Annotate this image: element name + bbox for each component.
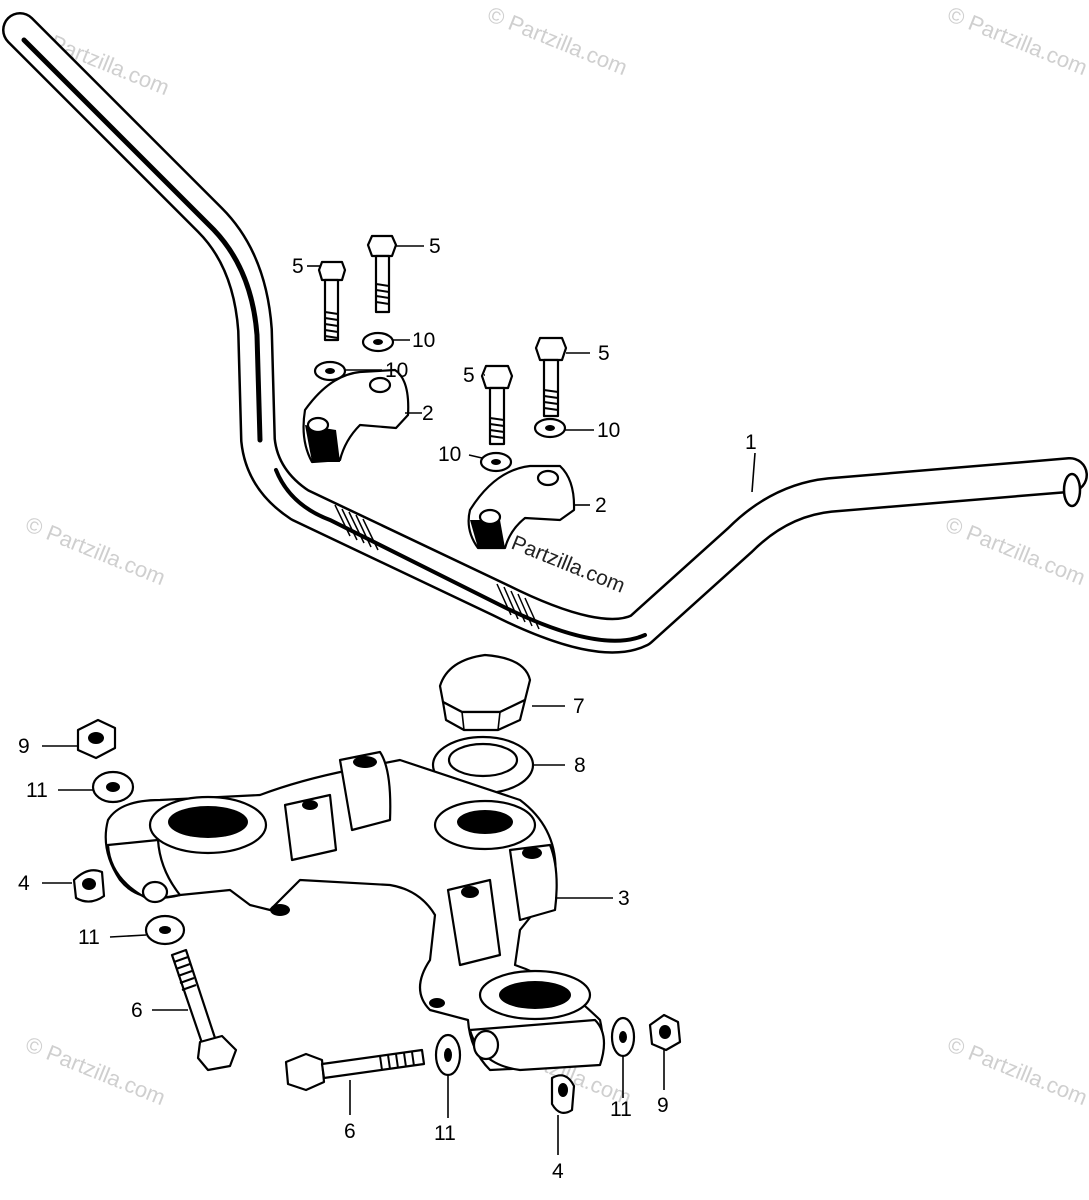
callout-labels: 1 2 2 3 4 4 5 5 5 5 6 6 7 8 9 9 10 10 10… [18, 235, 757, 1183]
watermark-mid-left: © Partzilla.com [22, 511, 169, 590]
callout-part-9-left: 9 [18, 735, 30, 758]
callout-part-11-a: 11 [26, 779, 48, 802]
callout-part-5-a: 5 [292, 255, 304, 278]
bolt-part-5-a [317, 260, 347, 342]
callout-part-11-b: 11 [78, 926, 100, 949]
callout-part-5-c: 5 [463, 364, 475, 387]
callout-part-2-lower: 2 [595, 494, 607, 517]
watermark-center: Partzilla.com [508, 531, 628, 597]
callout-part-3: 3 [618, 887, 630, 910]
top-bridge-part-3 [104, 750, 606, 1072]
callout-part-4-left: 4 [18, 872, 30, 895]
handlebar-holder-upper-right [467, 464, 576, 550]
callout-part-1: 1 [745, 431, 757, 454]
callout-part-10-a: 10 [412, 329, 435, 352]
handlebar-holder-upper-left [302, 368, 410, 464]
watermark-top-right: © Partzilla.com [944, 1, 1089, 80]
washer-part-10-group [313, 331, 567, 473]
callout-part-8: 8 [574, 754, 586, 777]
callout-part-9-bottom: 9 [657, 1094, 669, 1117]
washer-part-11-group [91, 770, 636, 1077]
watermark-bottom-right: © Partzilla.com [944, 1031, 1089, 1110]
watermark-bottom-left: © Partzilla.com [22, 1031, 169, 1110]
collar-part-4-left [72, 869, 106, 903]
callout-part-11-c: 11 [434, 1122, 456, 1145]
callout-part-5-b: 5 [429, 235, 441, 258]
bolt-part-6-horizontal [284, 1048, 426, 1092]
callout-part-7: 7 [573, 695, 585, 718]
callout-part-6-bottom: 6 [344, 1120, 356, 1143]
handlebar-part-1 [2, 12, 1088, 654]
callout-part-10-c: 10 [597, 419, 620, 442]
bolt-part-5-c [480, 364, 514, 446]
collar-part-4-right [550, 1074, 576, 1115]
nut-part-9-left [76, 718, 117, 760]
callout-part-10-d: 10 [438, 443, 461, 466]
callout-part-2-upper: 2 [422, 402, 434, 425]
callout-part-6-left: 6 [131, 999, 143, 1022]
bolt-part-5-b [366, 234, 398, 314]
bolt-part-6-vertical [170, 948, 238, 1072]
callout-part-10-b: 10 [385, 359, 408, 382]
leader-lines [42, 245, 756, 1155]
bolt-part-5-d [534, 336, 568, 418]
watermark-mid-right: © Partzilla.com [942, 511, 1089, 590]
nut-part-9-right [648, 1013, 682, 1052]
callout-part-11-d: 11 [610, 1098, 632, 1121]
callout-part-5-d: 5 [598, 342, 610, 365]
watermark-top-center: © Partzilla.com [484, 1, 631, 80]
callout-part-4-bottom: 4 [552, 1160, 564, 1183]
steering-stem-nut-part-7 [438, 653, 532, 732]
